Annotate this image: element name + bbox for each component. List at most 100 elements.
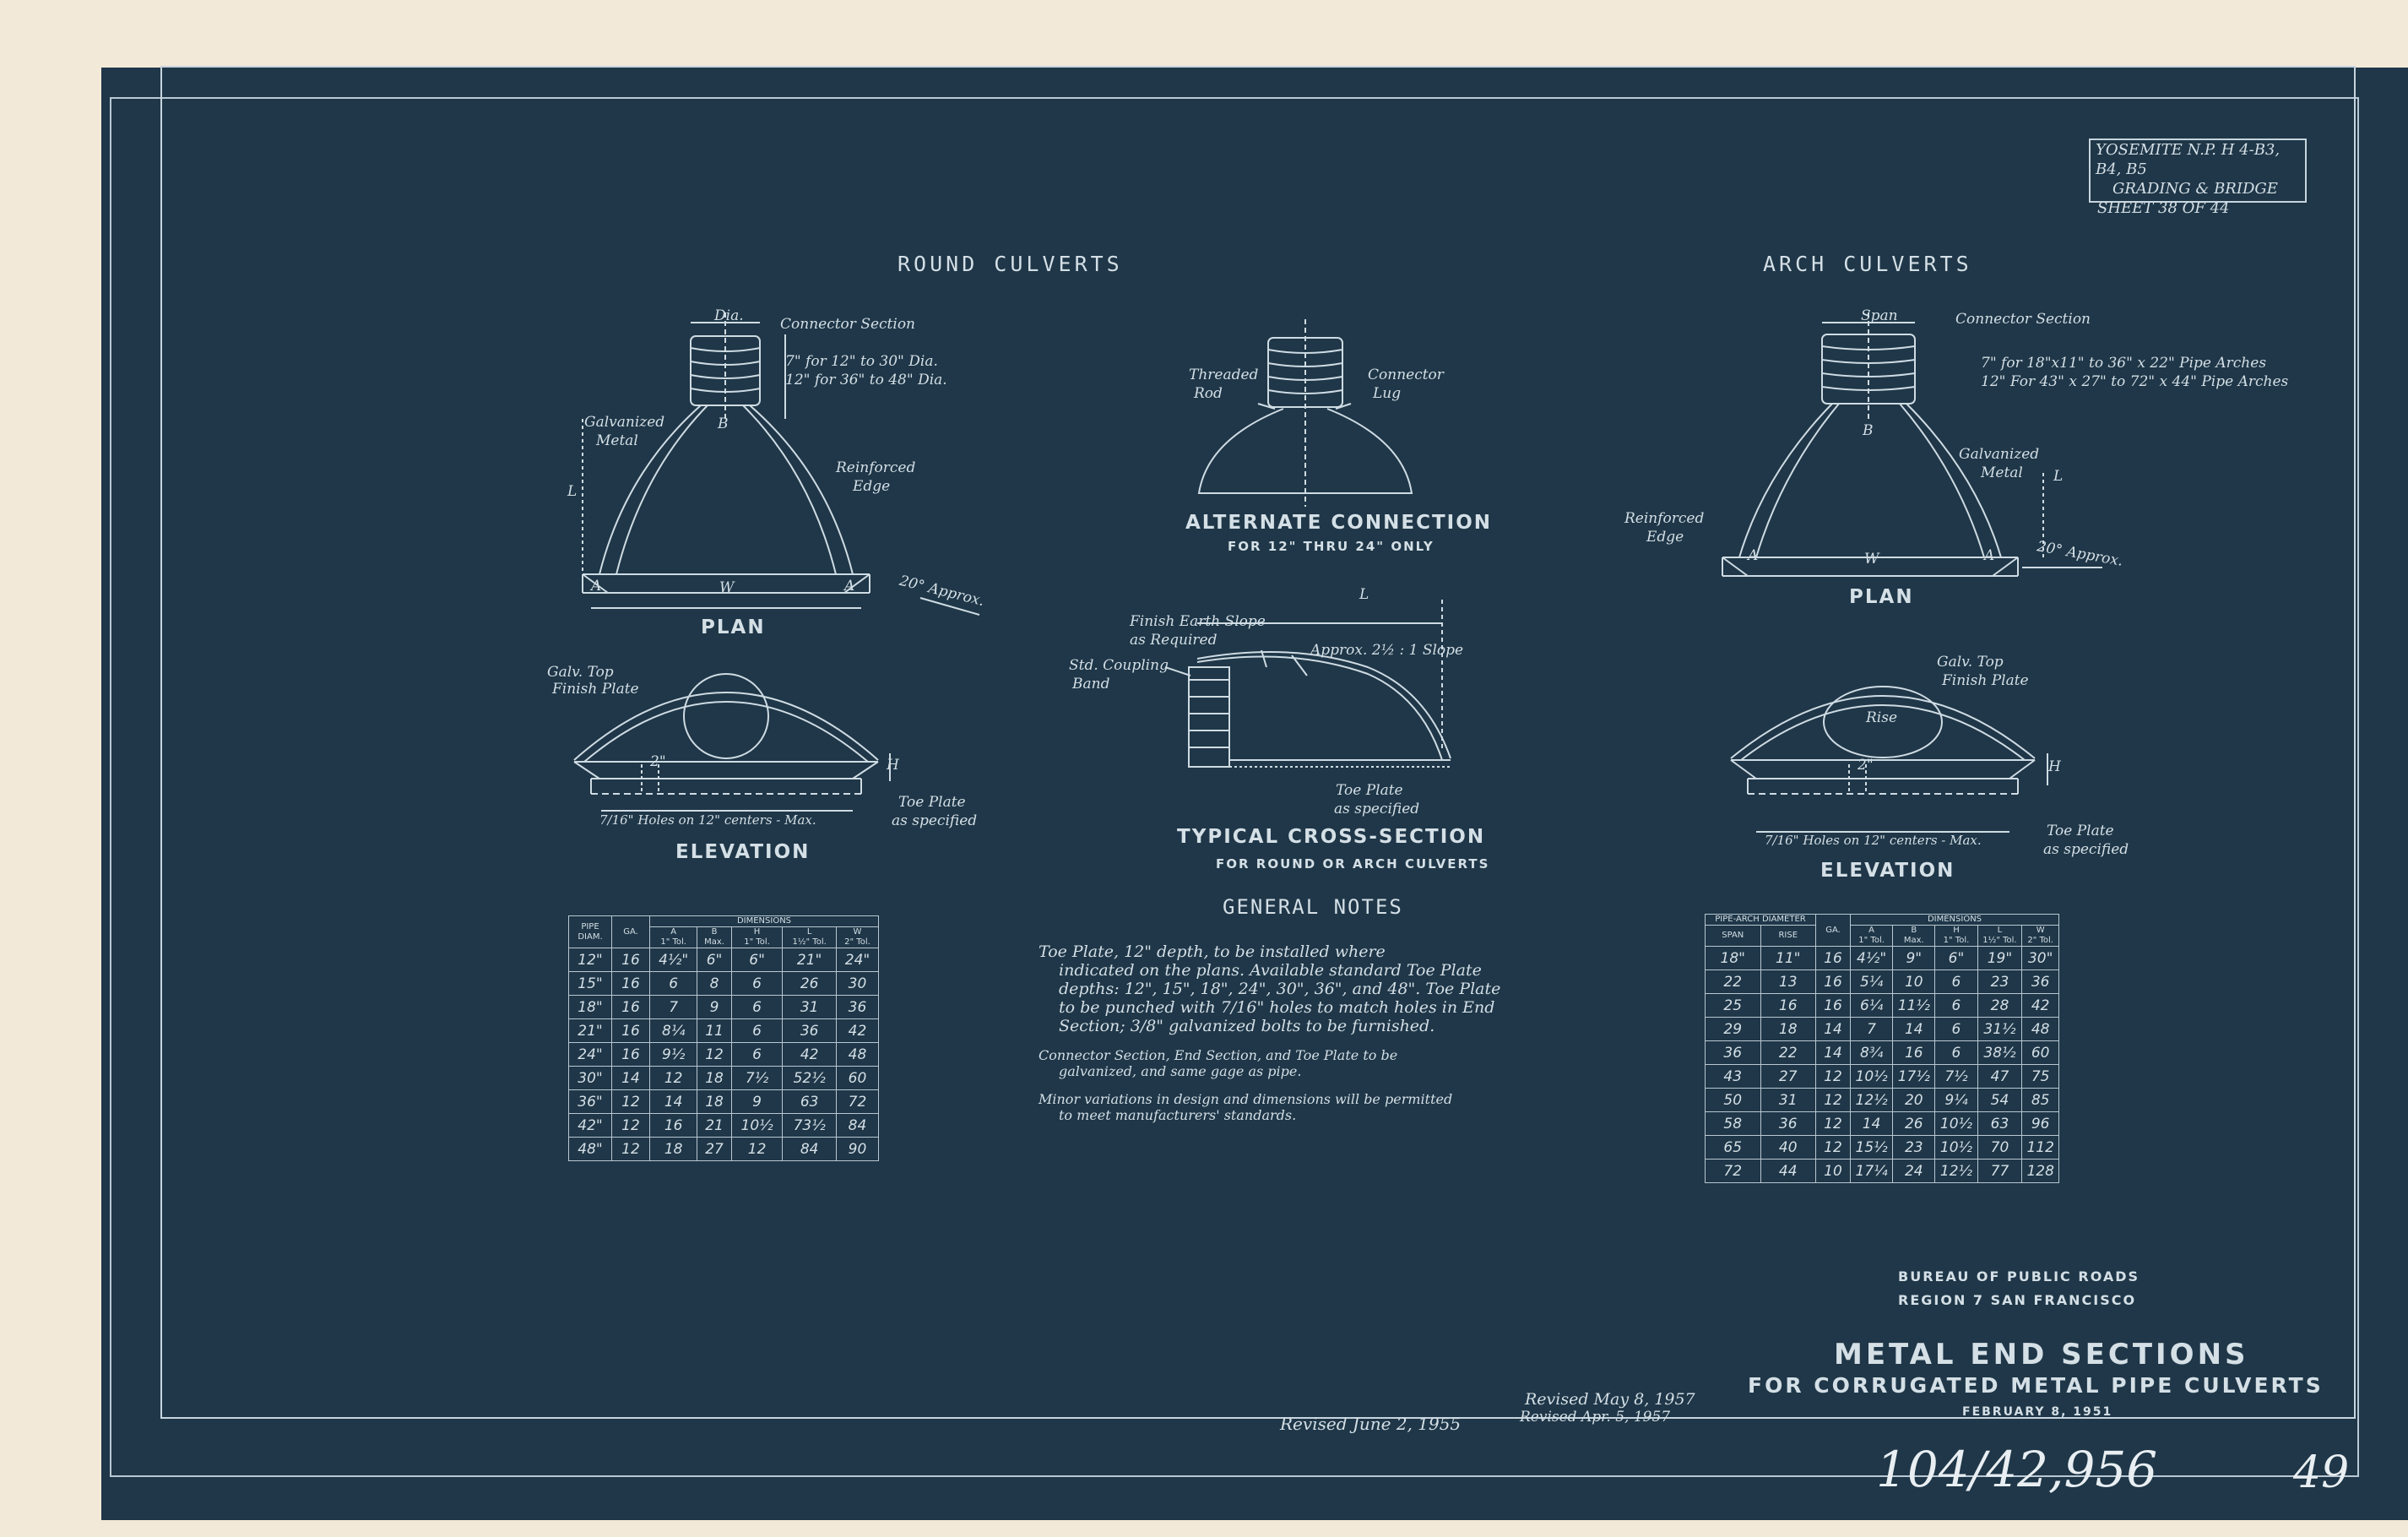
round-galv-top-label-1: Galv. Top	[547, 664, 614, 681]
round-a-label-right: A	[844, 578, 855, 595]
round-table-cell: 16	[611, 971, 650, 996]
threaded-rod-label-1: Threaded	[1189, 367, 1259, 383]
revision-3: Revised Apr. 5, 1957	[1520, 1409, 1671, 1426]
arch-table-cell: 20	[1892, 1088, 1936, 1112]
round-table-cell: 14	[611, 1066, 650, 1090]
arch-table-cell: 85	[2021, 1088, 2059, 1112]
arch-table-cell: 27	[1760, 1064, 1816, 1089]
round-table-cell: 36	[835, 995, 880, 1019]
sheet-tag-box: YOSEMITE N.P. H 4-B3, B4, B5 GRADING & B…	[2089, 138, 2307, 217]
round-table-cell: 6	[730, 1018, 784, 1043]
arch-galv-top-label-2: Finish Plate	[1942, 672, 2029, 689]
handwritten-page-number: 49	[2293, 1447, 2350, 1498]
round-table-cell: 16	[611, 995, 650, 1019]
arch-table-cell: 17½	[1892, 1064, 1936, 1089]
round-table-cell: 12	[697, 1042, 732, 1067]
arch-table-cell: 6	[1934, 969, 1978, 994]
round-l-label: L	[567, 483, 578, 500]
round-table-cell: 48	[835, 1042, 880, 1067]
connector-lug-label-2: Lug	[1373, 385, 1402, 402]
general-note2-line: galvanized, and same gage as pipe.	[1059, 1063, 1302, 1079]
round-table-cell: 31	[782, 995, 837, 1019]
round-table-cell: 84	[782, 1137, 837, 1161]
alternate-connection-title: ALTERNATE CONNECTION	[1185, 512, 1492, 534]
arch-table-cell: 58	[1705, 1111, 1761, 1136]
std-coupling-label-2: Band	[1072, 676, 1110, 692]
arch-table-cell: 60	[2021, 1040, 2059, 1065]
arch-elevation-label: ELEVATION	[1820, 860, 1955, 882]
arch-col-span: SPAN	[1705, 925, 1761, 947]
arch-table-cell: 16	[1815, 946, 1851, 970]
arch-table-cell: 6	[1934, 1040, 1978, 1065]
round-table-cell: 63	[782, 1089, 837, 1114]
arch-table-cell: 10	[1892, 969, 1936, 994]
round-table-cell: 30	[835, 971, 880, 996]
arch-plan-drawing	[1722, 312, 2102, 577]
cross-section-drawing	[1164, 600, 1451, 768]
cross-section-title: TYPICAL CROSS-SECTION	[1177, 826, 1486, 848]
arch-table-cell: 4½"	[1849, 946, 1894, 970]
round-table-cell: 18	[697, 1066, 732, 1090]
arch-toe-plate-label-1: Toe Plate	[2047, 823, 2114, 839]
round-table-cell: 7½	[730, 1066, 784, 1090]
arch-table-cell: 54	[1977, 1088, 2023, 1112]
arch-table-cell: 16	[1892, 1040, 1936, 1065]
round-galvanized-label-2: Metal	[596, 432, 638, 449]
round-w-label: W	[719, 579, 735, 596]
arch-table-cell: 7½	[1934, 1064, 1978, 1089]
arch-reinforced-label-1: Reinforced	[1624, 510, 1705, 527]
arch-table-cell: 112	[2021, 1135, 2059, 1160]
round-elevation-drawing	[573, 673, 891, 812]
round-two-inch-label: 2"	[650, 753, 666, 770]
arch-table-cell: 23	[1977, 969, 2023, 994]
arch-table-cell: 47	[1977, 1064, 2023, 1089]
round-plan-drawing	[582, 312, 980, 616]
round-table-cell: 12	[611, 1137, 650, 1161]
arch-col-rise: RISE	[1760, 925, 1816, 947]
general-notes-block: Toe Plate, 12" depth, to be installed wh…	[1039, 942, 1562, 1123]
general-note1-line: Section; 3/8" galvanized bolts to be fur…	[1059, 1017, 1435, 1035]
general-note1-line: depths: 12", 15", 18", 24", 30", 36", an…	[1059, 980, 1501, 998]
round-table-cell: 9	[697, 995, 732, 1019]
arch-note-2: 12" For 43" x 27" to 72" x 44" Pipe Arch…	[1981, 373, 2289, 390]
blueprint-sheet	[101, 68, 2408, 1520]
round-table-cell: 30"	[568, 1066, 612, 1090]
general-note2-line: Connector Section, End Section, and Toe …	[1039, 1047, 1398, 1063]
std-coupling-label-1: Std. Coupling	[1069, 657, 1169, 674]
cross-section-l-label: L	[1359, 586, 1369, 603]
arch-table-cell: 23	[1892, 1135, 1936, 1160]
round-table-cell: 9½	[648, 1042, 698, 1067]
round-table-cell: 21	[697, 1113, 732, 1138]
arch-table-cell: 29	[1705, 1017, 1761, 1041]
arch-table-cell: 12	[1815, 1135, 1851, 1160]
round-table-cell: 60	[835, 1066, 880, 1090]
arch-col-dims: DIMENSIONS	[1850, 914, 2059, 926]
arch-reinforced-label-2: Edge	[1646, 529, 1684, 546]
sheet-tag-line1: YOSEMITE N.P. H 4-B3, B4, B5	[2096, 141, 2281, 178]
round-elevation-label: ELEVATION	[675, 841, 811, 863]
sheet-tag-line3: SHEET 38 OF 44	[2097, 199, 2230, 217]
arch-h-label: H	[2048, 758, 2061, 775]
arch-table-cell: 14	[1815, 1017, 1851, 1041]
arch-table-cell: 10½	[1934, 1135, 1978, 1160]
arch-table-cell: 8¾	[1849, 1040, 1894, 1065]
arch-table-cell: 40	[1760, 1135, 1816, 1160]
drawing-border	[160, 66, 2356, 1419]
round-connector-section-label: Connector Section	[780, 316, 915, 333]
round-table-cell: 6"	[730, 948, 784, 972]
arch-table-cell: 48	[2021, 1017, 2059, 1041]
